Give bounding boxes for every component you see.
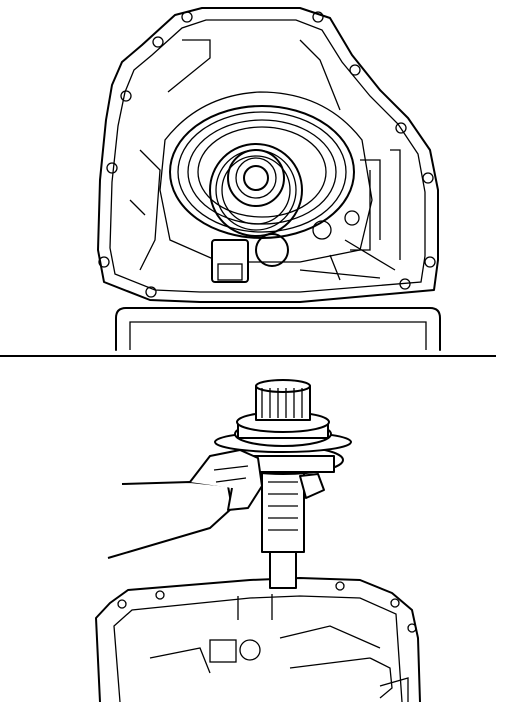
top-illustration-panel	[97, 7, 441, 351]
case-inner-flange	[109, 19, 426, 293]
valve-passages	[299, 149, 401, 281]
transmission-case-top-view-drawing	[97, 7, 441, 351]
lower-case-outline	[95, 577, 421, 702]
gear-stack	[214, 379, 352, 475]
case-outer-flange	[97, 7, 439, 303]
output-gear	[209, 143, 303, 237]
oil-pump-block	[211, 239, 249, 283]
lower-bore	[255, 233, 289, 267]
shaft-removal-drawing	[95, 379, 421, 702]
case-internals	[149, 594, 409, 702]
operator-hand	[189, 449, 263, 511]
left-cavity	[129, 149, 161, 271]
adapter-plate	[115, 307, 441, 351]
housing-bore-outline	[159, 91, 373, 263]
mainshaft	[261, 467, 305, 589]
panel-divider-line	[0, 355, 496, 357]
case-bolt-holes	[117, 581, 417, 633]
shaft-hub	[227, 149, 285, 207]
bottom-illustration-panel	[0, 358, 512, 702]
operator-arm	[107, 481, 233, 559]
flange-bolt-holes	[98, 11, 436, 298]
